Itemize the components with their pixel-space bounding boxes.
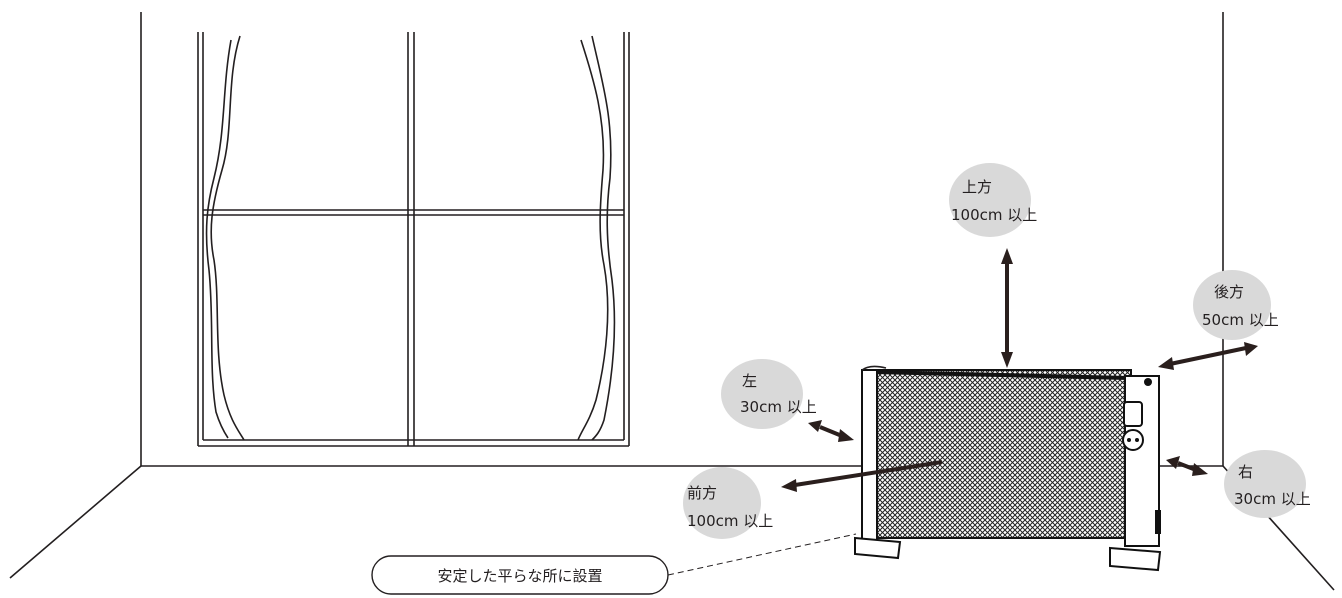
label-front-line2: 100cm 以上 [687, 512, 773, 530]
label-right: 右 30cm 以上 [1224, 450, 1311, 518]
arrow-top [1001, 248, 1013, 368]
label-left-line2: 30cm 以上 [740, 398, 817, 416]
label-top: 上方 100cm 以上 [949, 163, 1037, 237]
label-right-line2: 30cm 以上 [1234, 490, 1311, 508]
label-right-line1: 右 [1238, 463, 1253, 481]
window [197, 32, 630, 447]
clearance-arrows [781, 248, 1258, 492]
label-left: 左 30cm 以上 [721, 359, 817, 429]
label-top-line1: 上方 [962, 178, 992, 196]
install-note: 安定した平らな所に設置 [371, 555, 669, 595]
heater [854, 365, 1162, 572]
arrow-front [781, 460, 943, 492]
label-front-line1: 前方 [687, 484, 717, 502]
curtain-right [577, 35, 616, 441]
arrow-back [1158, 342, 1258, 370]
label-front: 前方 100cm 以上 [683, 467, 773, 539]
install-note-text: 安定した平らな所に設置 [437, 567, 602, 585]
label-back-line1: 後方 [1214, 283, 1244, 301]
label-back: 後方 50cm 以上 [1193, 270, 1279, 340]
curtain-left [205, 35, 245, 441]
label-top-line2: 100cm 以上 [951, 206, 1037, 224]
label-left-line1: 左 [742, 372, 757, 390]
note-leader [667, 533, 857, 576]
arrow-right [1166, 456, 1208, 476]
label-back-line2: 50cm 以上 [1202, 311, 1279, 329]
arrow-left [808, 420, 854, 442]
